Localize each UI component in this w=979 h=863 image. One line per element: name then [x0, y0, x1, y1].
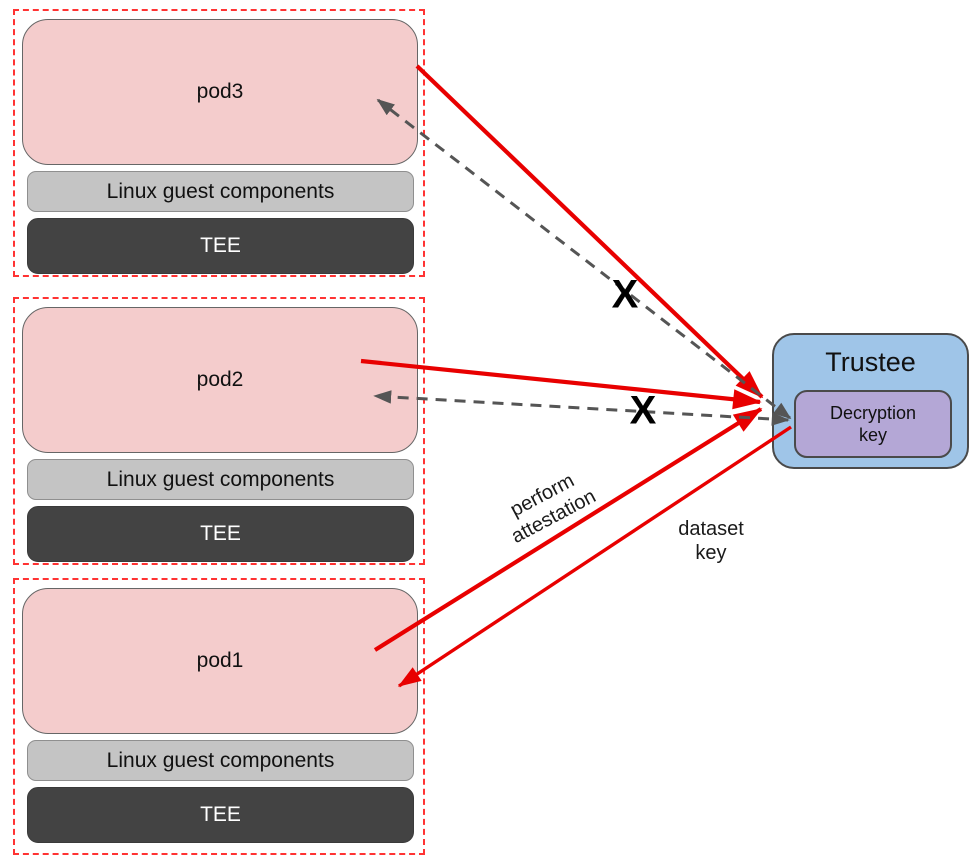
- arrow-denied-key-pod3: [376, 98, 792, 420]
- pod1-tee-label: TEE: [200, 803, 241, 826]
- pod2-tee-label: TEE: [200, 522, 241, 545]
- reject-x-pod2: X: [629, 388, 657, 433]
- pod1-label: pod1: [196, 649, 244, 672]
- pod3-label: pod3: [196, 80, 244, 103]
- pod1-node: pod1: [22, 588, 418, 734]
- pod2-group: pod2 Linux guest components TEE: [13, 297, 425, 565]
- pod1-linux-guest-components: Linux guest components: [27, 740, 414, 781]
- perform-attestation-label: perform attestation: [506, 469, 600, 548]
- reject-x-pod3: X: [611, 272, 639, 317]
- trustee-node: Trustee Decryption key: [772, 333, 969, 469]
- pod3-node: pod3: [22, 19, 418, 165]
- pod3-linux-guest-components: Linux guest components: [27, 171, 414, 212]
- pod2-label: pod2: [196, 368, 244, 391]
- pod3-tee: TEE: [27, 218, 414, 274]
- arrow-denied-key-pod2: [373, 390, 790, 426]
- pod3-components-label: Linux guest components: [106, 179, 335, 203]
- decryption-key-label: Decryption key: [829, 402, 917, 446]
- pod2-linux-guest-components: Linux guest components: [27, 459, 414, 500]
- pod2-node: pod2: [22, 307, 418, 453]
- trustee-title: Trustee: [825, 347, 916, 377]
- pod2-tee: TEE: [27, 506, 414, 562]
- dataset-key-label: dataset key: [678, 518, 744, 564]
- decryption-key-node: Decryption key: [794, 390, 952, 458]
- pod3-group: pod3 Linux guest components TEE: [13, 9, 425, 277]
- pod1-group: pod1 Linux guest components TEE: [13, 578, 425, 855]
- arrow-attest-pod3-to-trustee: [415, 64, 764, 399]
- pod2-components-label: Linux guest components: [106, 467, 335, 491]
- pod1-components-label: Linux guest components: [106, 748, 335, 772]
- pod1-tee: TEE: [27, 787, 414, 843]
- pod3-tee-label: TEE: [200, 234, 241, 257]
